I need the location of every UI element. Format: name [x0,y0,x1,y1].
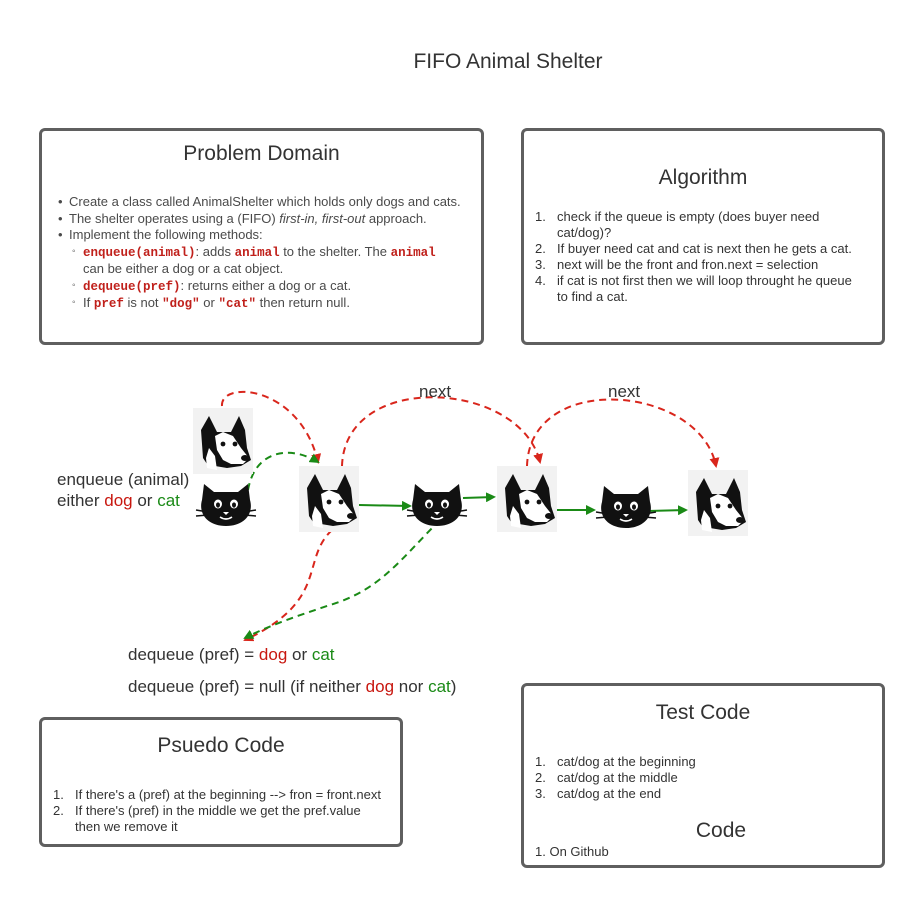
dog-icon [193,408,253,474]
list-text: check if the queue is empty (does buyer … [557,209,820,240]
bullet-text: If [83,295,94,310]
sub-list-item: ◦ If pref is not "dog" or "cat" then ret… [72,295,350,311]
list-text: If there's (pref) in the middle we get t… [75,803,361,834]
pseudo-code-box: Psuedo Code 1. If there's a (pref) at th… [39,717,403,847]
next-arrow-1 [341,396,543,467]
test-code-title: Test Code [655,701,751,724]
enqueue-label: enqueue (animal) either dog or cat [57,469,189,511]
code-text: animal [234,245,280,260]
queue-link [647,505,688,516]
next-label: next [608,382,641,401]
list-text: if cat is not first then we will loop th… [557,273,852,304]
pseudo-code-title: Psuedo Code [157,734,285,757]
list-item: 1. On Github [535,844,609,859]
emphasis-text: first-in, first-out [279,210,366,226]
list-number: 1. [53,787,64,802]
either-text: either [57,491,105,510]
algorithm-box: Algorithm 1. check if the queue is empty… [521,128,885,345]
list-item: • Create a class called AnimalShelter wh… [58,194,461,209]
bullet-text: : adds [195,243,235,259]
code-text: enqueue(animal) [83,245,196,260]
bullet-text: then return null. [255,295,350,310]
list-text: If there's a (pref) at the beginning -->… [75,787,381,802]
cat-icon [595,485,657,529]
problem-domain-title: Problem Domain [183,142,340,165]
cat-icon [406,483,468,527]
algorithm-title: Algorithm [658,166,748,189]
bullet-text: Implement the following methods: [69,227,263,242]
enqueue-dog-arrow [220,390,322,464]
bullet-list: • Create a class called AnimalShelter wh… [58,194,468,313]
list-number: 3. [535,257,546,272]
list-number: 2. [535,241,546,256]
dog-icon [497,466,557,532]
list-number: 1. [535,209,546,224]
sub-list-item: ◦ dequeue(pref): returns either a dog or… [72,277,352,294]
sub-list-item: ◦ enqueue(animal): adds animal to the sh… [72,243,436,277]
code-title: Code [695,819,747,842]
dog-icon [299,466,359,532]
dequeue-cat-arrow [243,519,441,639]
queue-link [358,500,412,511]
list-item: • The shelter operates using a (FIFO) fi… [58,210,427,226]
list-text: If buyer need cat and cat is next then h… [557,241,852,256]
bullet-text: is not [123,295,163,310]
list-item: • Implement the following methods: [58,227,263,242]
list-text: next will be the front and fron.next = s… [557,257,819,272]
bullet-text: can be either a dog or a cat object. [83,261,284,276]
cat-icon [195,483,257,527]
bullet-text: or [199,295,219,310]
test-code-box: Test Code 1.cat/dog at the beginning 2.c… [521,683,885,868]
code-text: animal [390,245,436,260]
code-text: pref [93,297,124,311]
queue-link [462,492,496,503]
code-text: dequeue(pref) [83,279,181,294]
bullet-text: The shelter operates using a (FIFO) [69,210,280,226]
problem-domain-box: Problem Domain • Create a class called A… [39,128,484,345]
code-text: "cat" [218,297,256,311]
list-number: 4. [535,273,546,288]
bullet-text: approach. [365,210,427,226]
dog-text: dog [104,491,133,510]
dog-icon [688,470,748,536]
next-label: next [419,382,452,401]
page-title: FIFO Animal Shelter [413,50,603,73]
dequeue-label-1: dequeue (pref) = dog or cat [128,645,335,664]
github-link[interactable]: On Github [549,844,609,859]
list-number: 2. [53,803,64,818]
bullet-text: to the shelter. The [279,243,391,259]
next-arrow-2 [526,398,720,468]
or-text: or [132,491,158,510]
dequeue-label-2: dequeue (pref) = null (if neither dog no… [128,677,457,696]
dequeue-dog-arrow [243,529,333,642]
bullet-text: : returns either a dog or a cat. [180,277,352,293]
cat-text: cat [157,491,180,510]
code-text: "dog" [162,297,200,311]
bullet-text: Create a class called AnimalShelter whic… [69,194,461,209]
enqueue-text: enqueue (animal) [57,470,190,489]
